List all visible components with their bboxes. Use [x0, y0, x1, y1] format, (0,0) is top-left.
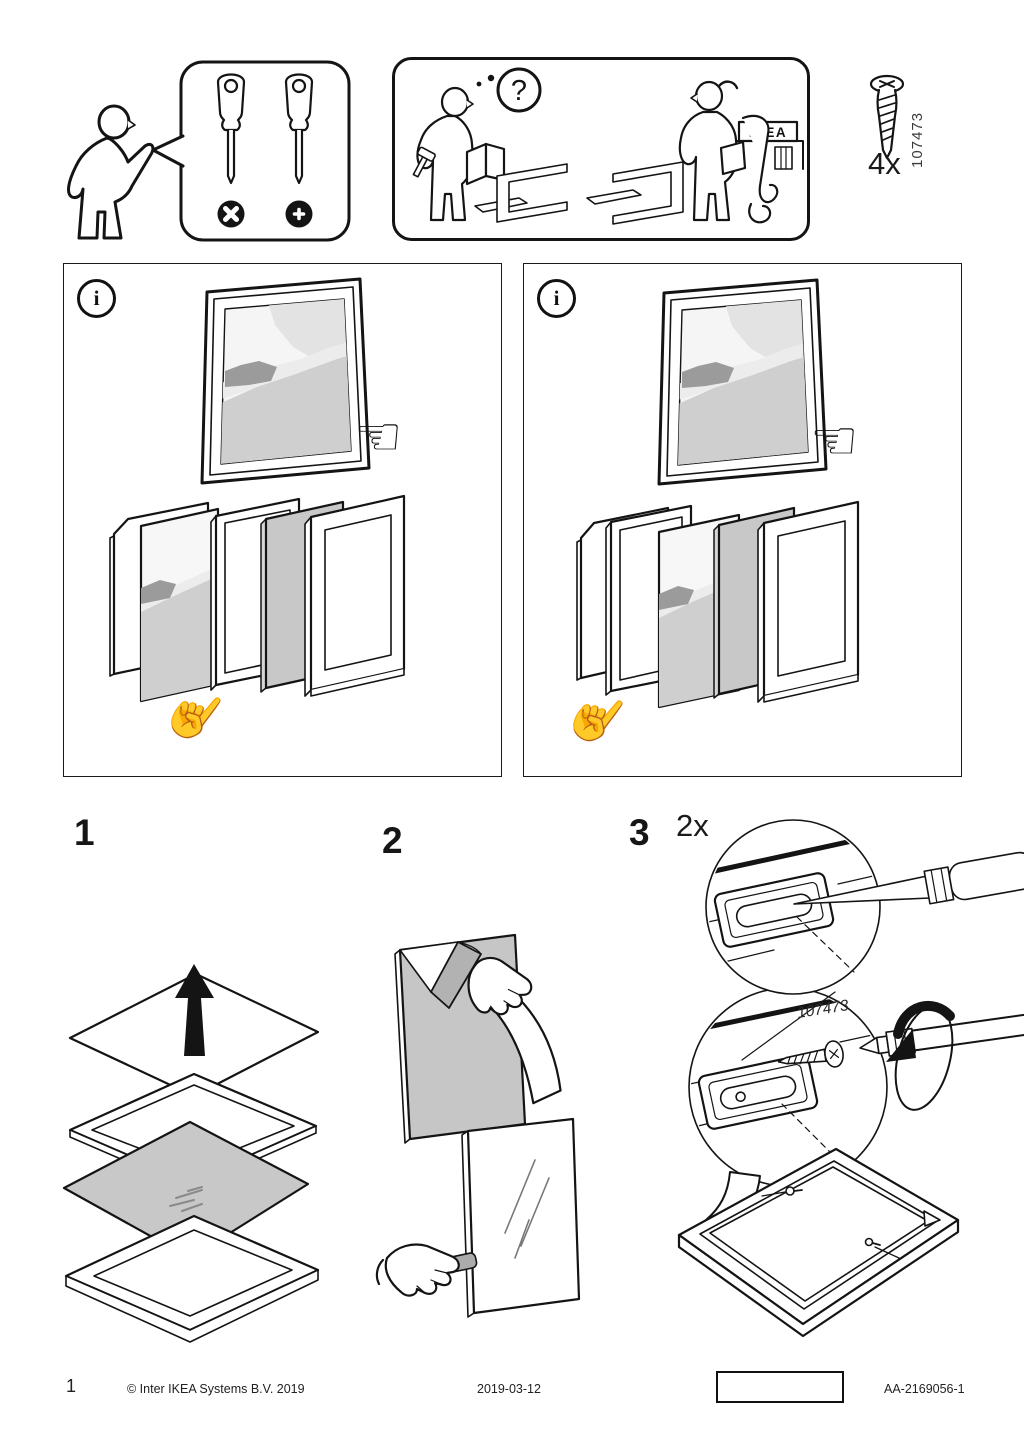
question-bubble — [496, 67, 542, 113]
step-2-number: 2 — [382, 820, 403, 861]
magnifier-screwing: 107473 — [688, 987, 1024, 1187]
hand-point-left-icon: ☜ — [354, 407, 403, 467]
info-panel-left: i ☜ — [63, 263, 502, 777]
outer-frame — [64, 1214, 320, 1343]
screw-marker — [761, 1186, 803, 1197]
framed-picture — [200, 277, 371, 485]
step-3-repeat-count: 2x — [676, 808, 709, 843]
footer-blank-box — [716, 1371, 844, 1403]
footer-page-number: 1 — [66, 1376, 77, 1396]
screw-icon: 107473 — [869, 74, 926, 168]
part-number-vertical: 107473 — [909, 112, 926, 168]
gray-board — [62, 1120, 310, 1260]
frame-back-view — [677, 1147, 960, 1338]
info-panel-right: i ☜ — [523, 263, 962, 777]
back-panel-lift — [68, 964, 320, 1098]
pulling-hand — [375, 1243, 460, 1297]
confused-person-illustration: ? — [412, 67, 568, 223]
screw-quantity: 4x — [868, 146, 901, 181]
paper-roll — [741, 114, 779, 204]
framed-picture — [657, 278, 828, 486]
info-icon: i — [537, 279, 576, 318]
arrow-up-icon — [175, 964, 214, 1056]
glass-pane — [461, 1117, 581, 1318]
question-mark: ? — [511, 75, 527, 107]
step-2-illustration — [375, 933, 581, 1318]
outer-frame — [304, 494, 406, 697]
help-box: ? IKEA — [392, 57, 810, 241]
keyhole-plate — [713, 872, 835, 948]
peeling-hand — [467, 956, 562, 1105]
screw-horizontal — [777, 1040, 844, 1068]
keyhole-plate — [697, 1054, 819, 1130]
info-icon: i — [77, 279, 116, 318]
rotation-arrow — [886, 1000, 955, 1111]
step-1-illustration — [62, 964, 320, 1343]
phillips-plus-icon — [285, 200, 313, 228]
driver-bit — [859, 1012, 1024, 1057]
magnifier-marking — [705, 819, 1024, 995]
call-ikea-illustration: IKEA — [586, 80, 804, 225]
person-pointing-illustration — [67, 104, 155, 240]
screw-marker — [864, 1237, 900, 1259]
art-print — [139, 507, 220, 703]
awl-tool — [793, 851, 1024, 905]
hand-point-left-icon: ☜ — [810, 411, 859, 471]
footer-date: 2019-03-12 — [477, 1382, 541, 1396]
step-3-illustration: 107473 — [677, 819, 1024, 1338]
footer-doc-code: AA-2169056-1 — [884, 1382, 965, 1396]
tools-speech-bubble — [151, 60, 351, 242]
outer-frame — [757, 500, 860, 703]
flathead-screwdriver-icon — [216, 73, 246, 185]
step-1-number: 1 — [74, 812, 95, 853]
exploded-layers — [109, 494, 406, 703]
exploded-layers — [576, 500, 860, 709]
phillips-screwdriver-icon — [284, 73, 314, 185]
cross-x-icon — [217, 200, 245, 228]
footer-copyright: © Inter IKEA Systems B.V. 2019 — [127, 1382, 305, 1396]
step-3-number: 3 — [629, 812, 650, 853]
